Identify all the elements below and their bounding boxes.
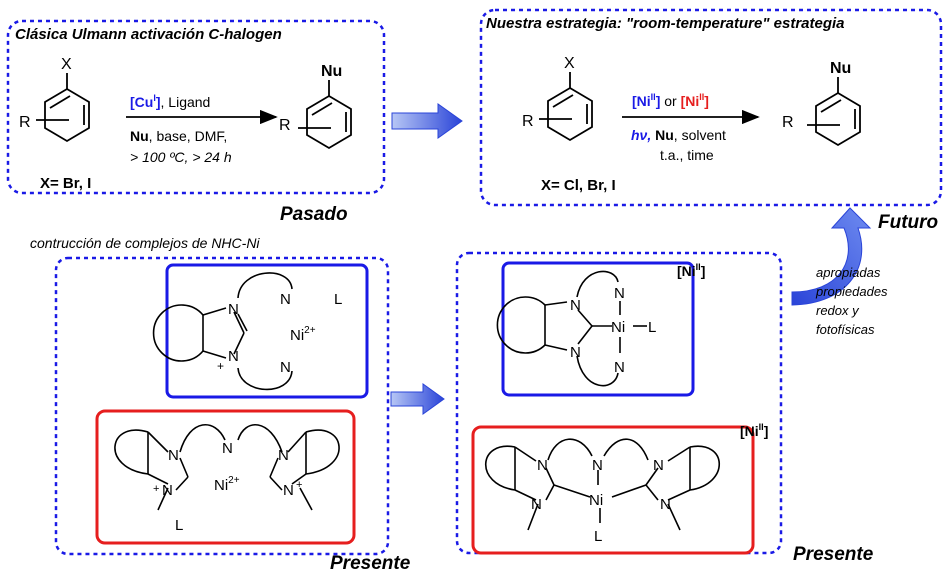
nhc-ni-complex-bidentate: N N N N N Ni L: [471, 425, 755, 555]
present-left-label: Presente: [330, 553, 411, 574]
future-product: [807, 77, 861, 147]
svg-text:propiedades: propiedades: [815, 284, 888, 299]
ligand-salt-monodentate: N N + N N L Ni2+: [152, 263, 369, 399]
ni-ii-tag-red: [NiII]: [740, 422, 768, 439]
svg-text:L: L: [594, 528, 602, 545]
future-reactant-r: R: [522, 113, 534, 130]
svg-text:N: N: [660, 496, 671, 513]
svg-text:N: N: [614, 359, 625, 376]
svg-text:N: N: [570, 297, 581, 314]
nhc-ni-complex-monodentate: N N N N Ni L: [496, 261, 695, 397]
present-right-label: Presente: [793, 544, 874, 565]
future-conditions-line: hν, Nu, solvent: [631, 127, 726, 143]
svg-text:N: N: [653, 457, 664, 474]
past-temperature: > 100 ºC, > 24 h: [130, 149, 232, 165]
past-panel: Clásica Ulmann activación C-halogen X R …: [6, 19, 386, 195]
salt-to-complex-arrow: [390, 383, 445, 415]
svg-text:redox y: redox y: [816, 303, 860, 318]
svg-text:N: N: [537, 457, 548, 474]
past-reactant: [36, 73, 90, 143]
svg-text:N: N: [280, 359, 291, 376]
nickel-ion: Ni2+: [290, 325, 316, 344]
present-left-frame: [54, 256, 390, 556]
svg-text:L: L: [334, 291, 342, 308]
past-halogens: X= Br, I: [40, 175, 91, 192]
svg-text:N: N: [592, 457, 603, 474]
past-catalyst-line: [CuI], Ligand: [130, 93, 210, 110]
svg-text:N: N: [168, 447, 179, 464]
future-frame: [479, 8, 943, 207]
svg-text:N: N: [162, 482, 173, 499]
svg-text:N: N: [570, 344, 581, 361]
svg-text:fotofísicas: fotofísicas: [816, 322, 875, 337]
past-product: [298, 80, 352, 150]
future-title: Nuestra estrategia: "room-temperature" e…: [486, 15, 845, 32]
past-reactant-r: R: [19, 114, 31, 131]
svg-text:L: L: [175, 517, 183, 534]
svg-text:Ni2+: Ni2+: [214, 475, 240, 494]
svg-text:N: N: [280, 291, 291, 308]
future-temperature: t.a., time: [660, 147, 714, 163]
future-reactant: [539, 72, 593, 142]
future-panel: Nuestra estrategia: "room-temperature" e…: [479, 8, 943, 207]
future-halogens: X= Cl, Br, I: [541, 177, 616, 194]
past-product-nu: Nu: [321, 63, 342, 80]
svg-text:N: N: [283, 482, 294, 499]
svg-text:N: N: [228, 301, 239, 318]
past-conditions-line: Nu, base, DMF,: [130, 128, 227, 144]
future-catalyst-line: [NiII] or [NiII]: [632, 92, 709, 109]
svg-text:N: N: [531, 496, 542, 513]
present-to-future-curved-arrow: [791, 207, 872, 306]
past-label: Pasado: [280, 204, 348, 225]
svg-text:Ni: Ni: [589, 492, 603, 509]
future-label: Futuro: [878, 212, 938, 233]
future-product-r: R: [782, 114, 794, 131]
ligand-salt-bidentate: N N + N N N + Ni2+ L: [95, 409, 356, 545]
svg-text:+: +: [296, 479, 302, 491]
svg-text:L: L: [648, 319, 656, 336]
property-note: apropiadas propiedades redox y fotofísic…: [815, 265, 888, 337]
svg-text:apropiadas: apropiadas: [816, 265, 881, 280]
past-title: Clásica Ulmann activación C-halogen: [15, 26, 282, 43]
svg-text:+: +: [217, 359, 224, 373]
ni-ii-tag-blue: [NiII]: [677, 262, 705, 279]
present-left-caption: contrucción de complejos de NHC-Ni: [30, 235, 260, 251]
svg-text:N: N: [278, 447, 289, 464]
svg-text:N: N: [614, 285, 625, 302]
past-frame: [6, 19, 386, 195]
past-product-r: R: [279, 117, 291, 134]
svg-text:Ni: Ni: [611, 319, 625, 336]
svg-text:+: +: [153, 483, 159, 495]
future-product-nu: Nu: [830, 60, 851, 77]
svg-text:N: N: [228, 348, 239, 365]
svg-text:N: N: [222, 440, 233, 457]
future-reactant-x: X: [564, 55, 575, 72]
past-reactant-x: X: [61, 56, 72, 73]
past-to-future-arrow: [391, 103, 463, 139]
